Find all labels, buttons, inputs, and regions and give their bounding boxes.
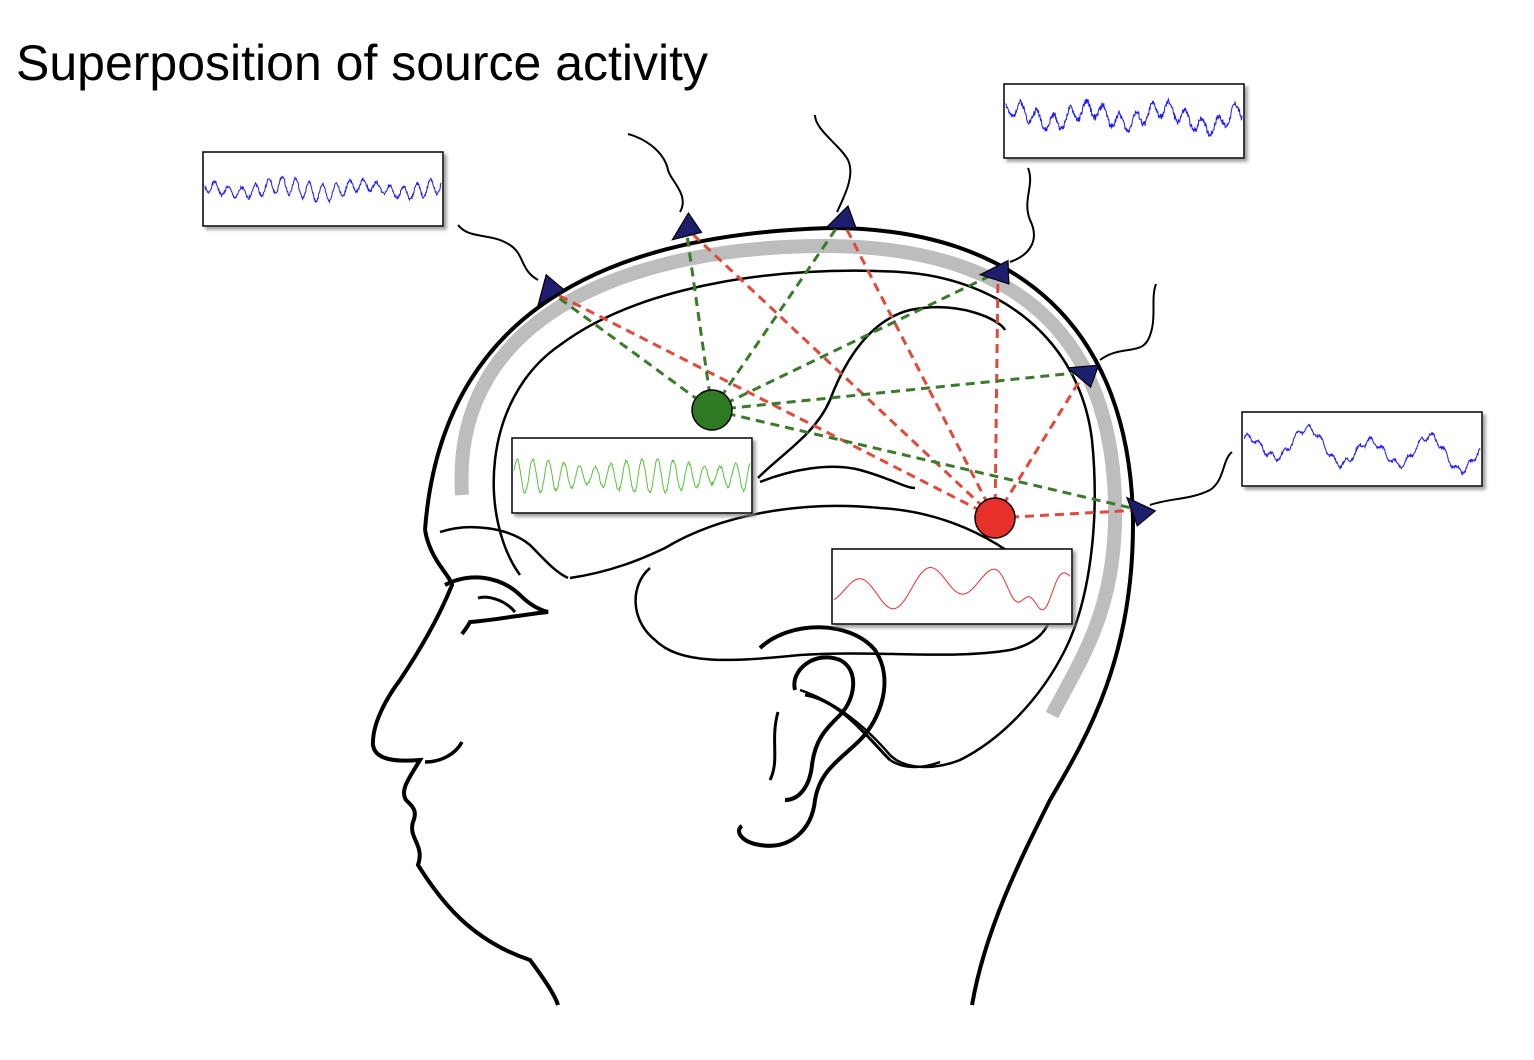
neck-jaw [889,758,941,769]
green-projection-line-2 [684,227,714,411]
wire-1 [457,224,539,281]
electrode-group [537,204,1157,527]
wire-3 [814,114,852,213]
green-source-dot [691,389,733,431]
electrode-4-icon [978,259,1010,285]
green-projection-line-3 [710,219,844,411]
brain-outline [492,269,1096,769]
page-title: Superposition of source activity [16,35,709,91]
sylvian-fissure [759,465,916,490]
trace-box-red-source [831,548,1073,625]
face-profile [370,529,560,1006]
eye [444,575,549,636]
trace-electrode-4 [1005,97,1243,138]
trace-box-green-source [511,437,753,514]
red-projection-line-3 [840,219,997,519]
electrode-1-icon [537,273,566,307]
red-projection-line-4 [993,271,1000,519]
green-projection-line-1 [547,288,713,412]
electrode-6-icon [1125,496,1157,527]
green-projection-line-6 [711,408,1141,512]
trace-box-electrode-1 [202,151,444,227]
trace-red-source [833,567,1071,611]
wire-4 [1009,167,1035,263]
trace-box-electrode-4 [1003,83,1245,159]
trace-box-electrode-6 [1241,411,1483,487]
ear-inner [784,655,856,802]
electrode-wires [457,114,1233,506]
electrode-3-icon [824,204,857,229]
wire-5 [1099,283,1157,361]
green-projection-line-4 [711,270,999,412]
central-sulcus [757,306,1007,479]
trace-green-source [513,458,751,495]
red-projection-line-1 [547,288,996,520]
head-outline [423,225,1136,1006]
red-source-dot [974,497,1016,539]
projection-lines [547,219,1141,520]
ear-canal [768,693,892,781]
trace-electrode-6 [1244,423,1481,476]
electrode-5-icon [1066,364,1100,389]
electrode-2-icon [671,211,703,241]
eye-lid [477,595,517,614]
wire-6 [1149,451,1233,506]
frontal-lobe-base [439,525,569,580]
ear [737,625,887,848]
red-projection-line-2 [684,226,997,520]
nostril [424,741,464,764]
wire-2 [627,133,684,213]
red-projection-line-6 [994,508,1141,520]
green-projection-line-5 [711,370,1086,412]
skull-band [454,238,1123,719]
trace-electrode-1 [204,175,442,204]
red-projection-line-5 [993,371,1087,519]
